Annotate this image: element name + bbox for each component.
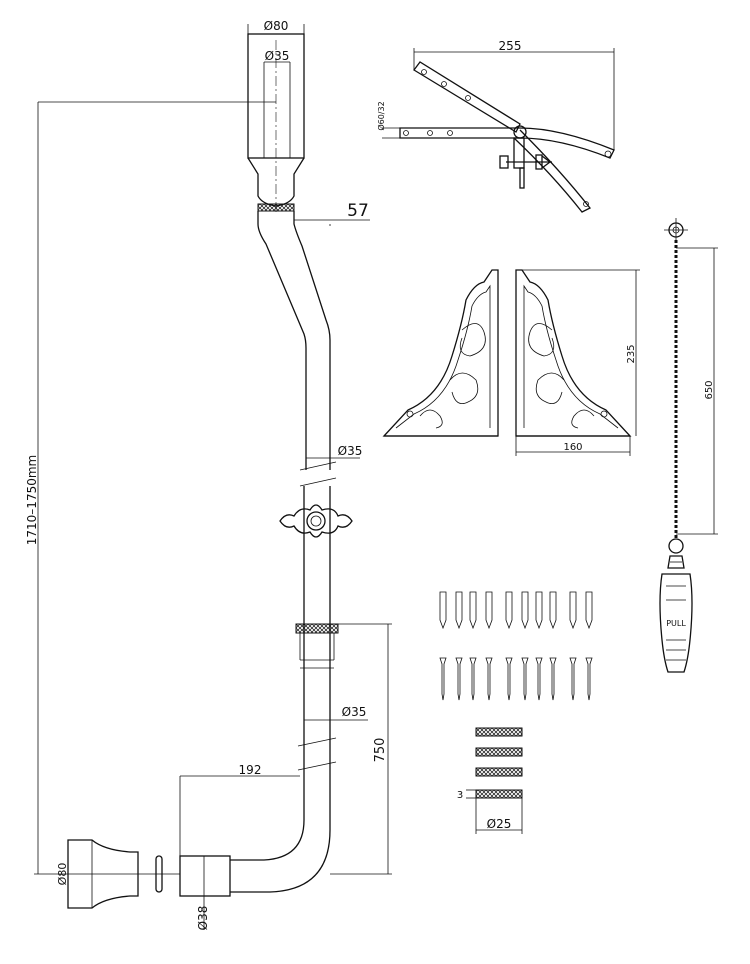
offset-label: 57 bbox=[347, 201, 369, 221]
top-outer-dia-label: Ø80 bbox=[264, 19, 289, 33]
offset-bend bbox=[257, 211, 331, 470]
wood-screws bbox=[439, 657, 593, 701]
corbel-width-label: 160 bbox=[563, 442, 582, 453]
pull-handle: PULL bbox=[659, 573, 693, 673]
washer-thickness-label: 3 bbox=[457, 790, 463, 801]
pipe-coupling bbox=[295, 623, 339, 634]
cistern-corbel-left bbox=[382, 269, 499, 437]
bracket-span-label: 255 bbox=[499, 39, 522, 53]
cistern-corbel-right bbox=[515, 269, 632, 437]
outlet-dia-label: Ø38 bbox=[196, 906, 210, 931]
lower-length-label: 750 bbox=[373, 738, 388, 763]
pipe-dia-2-label: Ø35 bbox=[342, 705, 367, 719]
flush-cone bbox=[67, 839, 163, 909]
pipe-dia-1-label: Ø35 bbox=[338, 444, 363, 458]
flush-cone-dia-label: Ø80 bbox=[56, 863, 69, 886]
chain-length-label: 650 bbox=[704, 380, 715, 399]
washers: 3 Ø25 bbox=[457, 727, 523, 834]
wall-plugs bbox=[439, 591, 593, 630]
pull-chain: 650 bbox=[664, 218, 718, 569]
flush-pipe-assembly: Ø80 Ø35 57 Ø35 bbox=[25, 19, 392, 930]
cistern-bracket: 255 Ø60/32 bbox=[376, 39, 615, 213]
bottom-elbow bbox=[179, 770, 331, 897]
washer-dia-label: Ø25 bbox=[487, 817, 512, 831]
bracket-pipe-dia-label: Ø60/32 bbox=[376, 101, 386, 130]
corbel-height-label: 235 bbox=[626, 344, 637, 363]
top-inner-dia-label: Ø35 bbox=[265, 49, 290, 63]
overall-height-label: 1710–1750mm bbox=[25, 455, 39, 545]
elbow-width-label: 192 bbox=[239, 763, 262, 777]
pipe-wall-clip bbox=[279, 504, 353, 538]
pull-handle-label: PULL bbox=[666, 619, 686, 628]
